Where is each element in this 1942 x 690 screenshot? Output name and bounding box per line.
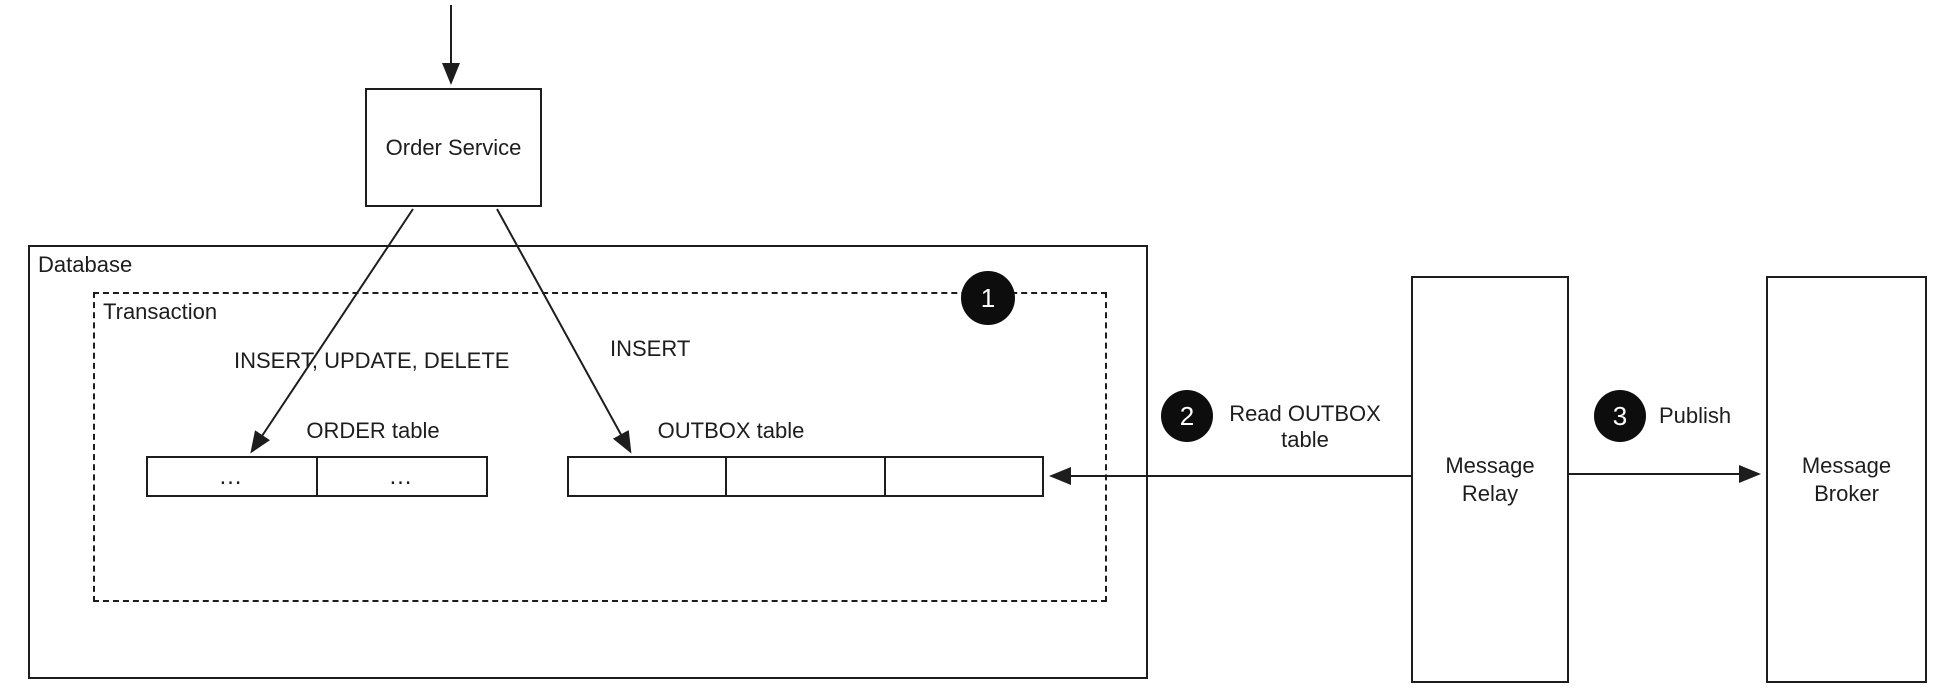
outbox-table-cell [569,458,728,495]
message-relay-label: Message Relay [1445,453,1535,506]
step-3-number: 3 [1612,400,1628,431]
outbox-table-cell [727,458,886,495]
step-3-badge: 3 [1594,390,1646,442]
database-label: Database [38,252,133,277]
transaction-label: Transaction [103,299,218,324]
step-2-badge: 2 [1161,390,1213,442]
order-table: … … [146,456,488,497]
order-table-cell: … [148,458,318,495]
outbox-table-cell [886,458,1042,495]
outbox-table-label: OUTBOX table [657,418,805,443]
message-broker-label: Message Broker [1801,453,1892,506]
step-1-number: 1 [980,282,996,313]
message-relay-box: Message Relay [1411,276,1569,683]
order-service-box: Order Service [365,88,542,207]
order-service-label: Order Service [385,134,522,160]
insert-update-delete-label: INSERT, UPDATE, DELETE [234,348,510,373]
publish-label: Publish [1659,403,1732,428]
step-2-number: 2 [1179,400,1195,431]
read-outbox-label: Read OUTBOX table [1229,401,1381,453]
order-table-cell: … [388,462,416,490]
outbox-table [567,456,1044,497]
order-table-label: ORDER table [306,418,440,443]
transaction-box: Transaction [93,292,1107,602]
insert-label: INSERT [610,336,691,361]
message-broker-box: Message Broker [1766,276,1927,683]
step-1-badge: 1 [961,271,1015,325]
